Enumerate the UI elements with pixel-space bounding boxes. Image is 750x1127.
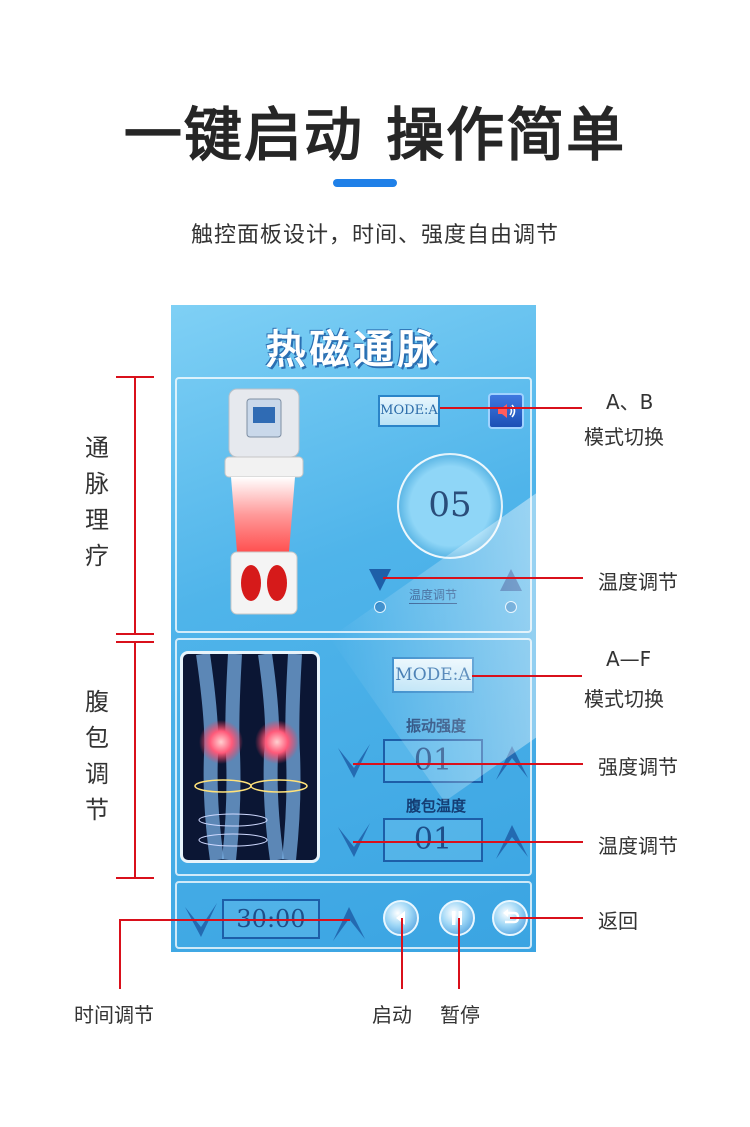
vibration-value: 01 — [383, 739, 483, 783]
pause-button[interactable] — [439, 900, 475, 936]
meridian-bracket-bottom — [116, 633, 154, 635]
belly-temp-label: 腹包温度 — [405, 797, 466, 815]
side-char: 通 — [85, 434, 109, 462]
leader-start — [401, 918, 403, 989]
mode-ab-button[interactable]: MODE:A — [378, 395, 440, 427]
side-char: 包 — [85, 724, 109, 752]
belly-temp-value: 01 — [383, 818, 483, 862]
page-subtitle: 触控面板设计，时间、强度自由调节 — [190, 223, 559, 248]
annotation-time-adjust: 时间调节 — [74, 1003, 154, 1027]
bottom-control-bar — [175, 881, 532, 949]
belly-bracket-bottom — [116, 877, 154, 879]
meridian-therapy-section — [175, 377, 532, 633]
annotation-ab-line2: 模式切换 — [584, 425, 664, 449]
dial-value: 05 — [428, 485, 472, 525]
vibration-increase-button[interactable] — [494, 742, 530, 782]
annotation-temp-adjust-2: 温度调节 — [598, 834, 678, 858]
belly-bracket-line — [134, 641, 136, 879]
leader-temp-adjust-1 — [383, 577, 583, 579]
side-label-belly: 腹 包 调 节 — [82, 684, 112, 828]
leader-pause — [458, 918, 460, 989]
annotation-temp-adjust-1: 温度调节 — [598, 570, 678, 594]
belly-temp-decrease-button[interactable] — [336, 821, 372, 861]
belly-adjust-section — [175, 638, 532, 876]
side-char: 疗 — [85, 542, 109, 570]
pause-icon — [452, 911, 462, 925]
annotation-af-line2: 模式切换 — [584, 687, 664, 711]
leader-back — [510, 917, 583, 919]
annotation-pause: 暂停 — [440, 1003, 480, 1027]
page-title: 一键启动 操作简单 — [123, 101, 627, 169]
speaker-icon — [498, 404, 516, 418]
plus-icon — [505, 601, 517, 613]
side-char: 调 — [85, 760, 109, 788]
side-label-meridian: 通 脉 理 疗 — [82, 430, 112, 574]
belly-temp-increase-button[interactable] — [494, 821, 530, 861]
title-accent-bar — [333, 179, 397, 187]
vibration-decrease-button[interactable] — [336, 742, 372, 782]
device-illustration — [224, 388, 304, 615]
side-char: 腹 — [85, 688, 109, 716]
annotation-strength-adjust: 强度调节 — [598, 755, 678, 779]
leader-temp-adjust-2 — [353, 841, 583, 843]
level-dial: 05 — [397, 453, 503, 559]
time-decrease-button[interactable] — [183, 901, 219, 941]
meridian-bracket-top — [116, 376, 154, 378]
annotation-ab-line1: A、B — [606, 390, 654, 414]
temp-adjust-label: 温度调节 — [409, 588, 458, 604]
control-panel: 热磁通脉 MODE:A 05 温度调节 — [171, 305, 536, 952]
knee-therapy-image — [180, 651, 320, 863]
panel-title: 热磁通脉 — [265, 326, 442, 373]
leader-strength-adjust — [353, 763, 583, 765]
annotation-back: 返回 — [598, 909, 638, 933]
leader-time-vertical — [119, 919, 121, 989]
leader-mode-af — [472, 675, 582, 677]
meridian-bracket-line — [134, 376, 136, 634]
annotation-start: 启动 — [372, 1003, 412, 1027]
annotation-af-line1: A—F — [606, 647, 652, 671]
belly-bracket-top — [116, 641, 154, 643]
sound-button[interactable] — [488, 393, 524, 429]
temp-increase-button[interactable] — [500, 569, 522, 591]
side-char: 理 — [85, 506, 109, 534]
side-char: 节 — [85, 796, 109, 824]
side-char: 脉 — [85, 470, 109, 498]
vibration-strength-label: 振动强度 — [405, 717, 466, 735]
mode-af-button[interactable]: MODE:A — [392, 657, 474, 693]
leader-mode-ab — [440, 407, 582, 409]
time-increase-button[interactable] — [331, 903, 367, 943]
temp-decrease-button[interactable] — [369, 569, 391, 591]
minus-icon — [374, 601, 386, 613]
leader-time-horizontal — [119, 919, 350, 921]
